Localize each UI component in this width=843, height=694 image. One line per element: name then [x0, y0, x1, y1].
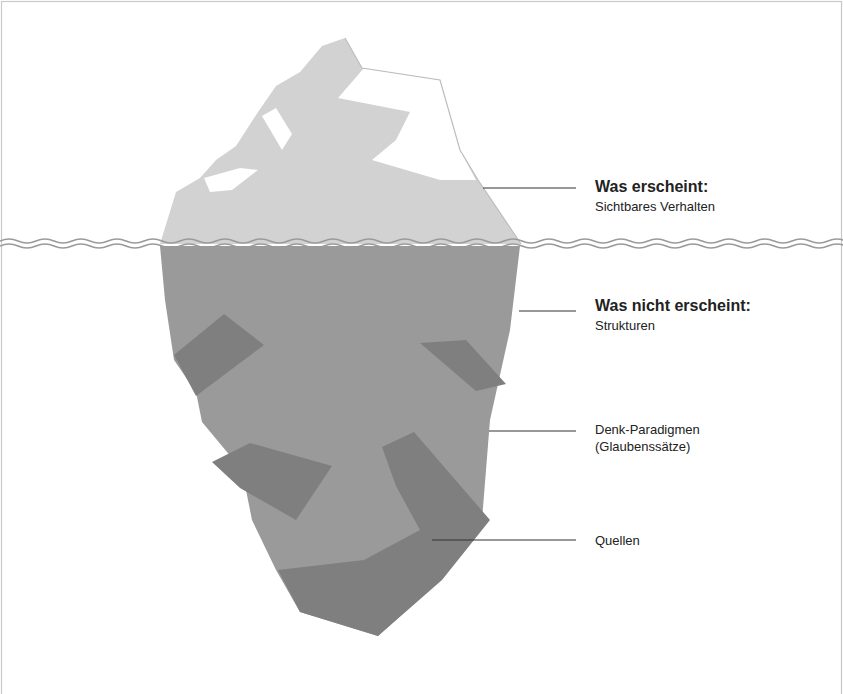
water-line: [0, 244, 843, 248]
iceberg-underwater: [160, 246, 520, 636]
iceberg-facet: [278, 432, 490, 636]
level-description: Strukturen: [595, 317, 655, 334]
iceberg-tip: [160, 38, 521, 244]
level-description: Denk-Paradigmen (Glaubenssätze): [595, 421, 713, 455]
leader-line: [483, 188, 576, 189]
water-line: [0, 239, 843, 243]
level-description: Sichtbares Verhalten: [595, 198, 715, 215]
leader-line: [432, 540, 576, 541]
iceberg-facet: [420, 340, 506, 391]
level-heading: Was erscheint:: [595, 177, 708, 196]
leader-line: [519, 311, 576, 312]
level-heading: Was nicht erscheint:: [595, 296, 751, 315]
snow-patch: [262, 108, 292, 150]
snow-patch: [204, 168, 258, 192]
iceberg-facet: [174, 314, 264, 396]
tip-edge: [345, 38, 521, 244]
iceberg-facet: [212, 443, 332, 520]
level-description: Quellen: [595, 532, 640, 549]
leader-line: [489, 431, 576, 432]
snow-patch: [338, 68, 476, 180]
